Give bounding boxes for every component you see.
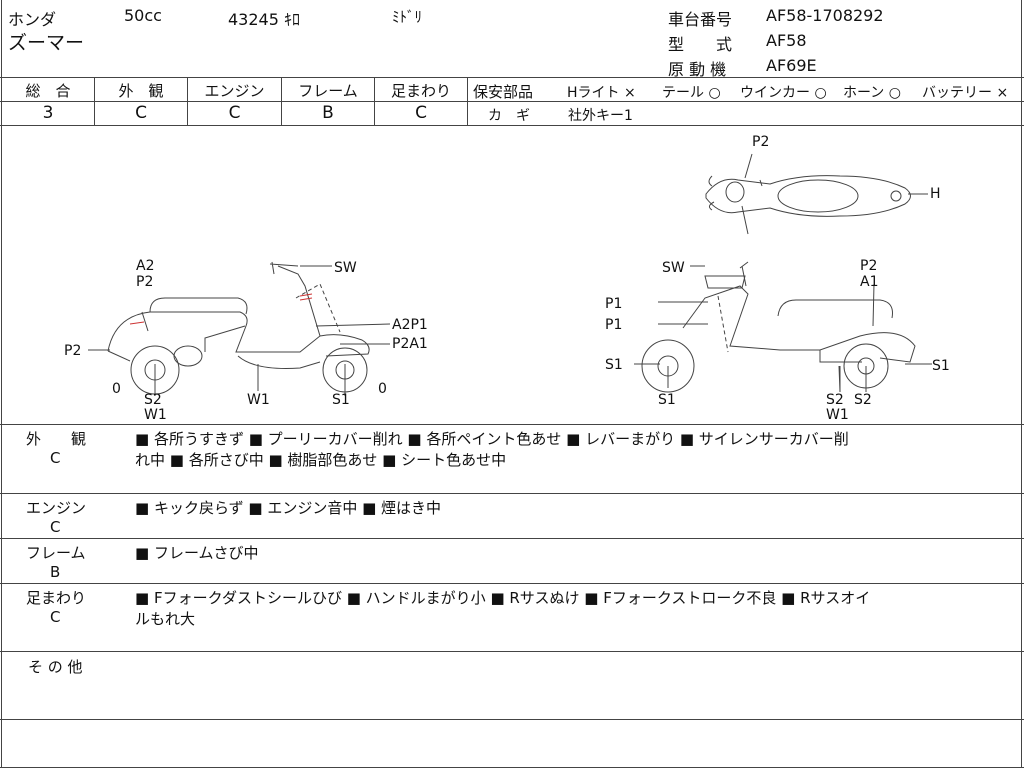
divider	[0, 493, 1024, 494]
divider	[0, 538, 1024, 539]
mileage: 43245 ｷﾛ	[228, 10, 300, 29]
diagram-right-s2b: S2	[854, 392, 872, 408]
notes-suspension-line2: ルもれ大	[135, 610, 196, 628]
diagram-left-s2: S2	[144, 392, 162, 408]
displacement: 50cc	[124, 6, 162, 25]
type-value: AF58	[766, 31, 807, 50]
grade-overall: 3	[42, 103, 54, 123]
diagram-right-p1a: P1	[605, 296, 622, 312]
notes-engine-grade: C	[50, 518, 61, 536]
grade-frame-label: フレーム	[298, 82, 358, 100]
diagram-left-sw: SW	[334, 260, 357, 276]
grade-overall-label: 総 合	[25, 82, 71, 100]
divider	[0, 424, 1024, 425]
notes-exterior-label: 外 観	[26, 430, 87, 448]
diagram-right-sw: SW	[662, 260, 685, 276]
safety-winker: ウインカー ○	[740, 85, 827, 101]
notes-frame-grade: B	[50, 563, 61, 581]
type-label: 型 式	[668, 35, 733, 54]
damage-diagram: P2 H A2 P2 SW P2 A2P1 P2A1 0 S2 W1 W1 S1…	[64, 134, 950, 423]
scooter-top-view	[705, 153, 911, 235]
color: ﾐﾄﾞﾘ	[392, 8, 423, 26]
divider	[0, 651, 1024, 652]
diagram-right-a1: A1	[860, 274, 878, 290]
diagram-left-w1b: W1	[247, 392, 270, 408]
diagram-right-s1c: S1	[932, 358, 950, 374]
divider	[0, 583, 1024, 584]
grade-engine-label: エンジン	[204, 82, 265, 100]
grade-frame: B	[322, 103, 334, 123]
notes-engine-line1: ■ キック戻らず ■ エンジン音中 ■ 煙はき中	[135, 499, 442, 517]
grade-suspension-label: 足まわり	[390, 82, 451, 100]
safety-battery: バッテリー ×	[922, 85, 1009, 101]
model-name: ズーマー	[8, 32, 85, 54]
safety-horn: ホーン ○	[843, 85, 901, 101]
diagram-left-p2a1: P2A1	[392, 336, 428, 352]
safety-tail: テール ○	[662, 85, 721, 101]
diagram-left-s1: S1	[332, 392, 350, 408]
diagram-top-h: H	[930, 186, 941, 202]
engine-label: 原 動 機	[668, 60, 727, 79]
diagram-right-s1b: S1	[658, 392, 676, 408]
diagram-left-p2a: P2	[136, 274, 153, 290]
grade-engine: C	[228, 103, 241, 123]
notes-suspension-grade: C	[50, 608, 61, 626]
notes-suspension-label: 足まわり	[26, 589, 87, 607]
border-left	[1, 0, 2, 768]
border-right	[1021, 0, 1022, 768]
scooter-right-view	[641, 261, 916, 393]
diagram-left-a2p1: A2P1	[392, 317, 428, 333]
safety-label: 保安部品	[473, 83, 534, 101]
frame-no-label: 車台番号	[668, 10, 733, 29]
divider	[0, 719, 1024, 720]
frame-no: AF58-1708292	[766, 6, 884, 25]
divider	[467, 101, 1024, 102]
key-label: カ ギ	[488, 108, 530, 124]
maker: ホンダ	[8, 10, 57, 29]
notes-frame-line1: ■ フレームさび中	[135, 544, 259, 562]
notes-frame-label: フレーム	[26, 544, 86, 562]
key-value: 社外キー1	[568, 108, 633, 124]
divider	[0, 77, 1024, 78]
diagram-right-p1b: P1	[605, 317, 622, 333]
grade-suspension: C	[415, 103, 427, 123]
diagram-right-w1: W1	[826, 407, 849, 423]
divider	[0, 125, 1024, 126]
notes-exterior-line2: れ中 ■ 各所さび中 ■ 樹脂部色あせ ■ シート色あせ中	[135, 451, 507, 469]
notes-suspension-line1: ■ Fフォークダストシールひび ■ ハンドルまがり小 ■ Rサスぬけ ■ Fフォ…	[135, 589, 871, 607]
divider	[0, 101, 467, 102]
engine-value: AF69E	[766, 56, 817, 75]
diagram-top-p2: P2	[752, 134, 769, 150]
diagram-left-zero1: 0	[112, 381, 121, 397]
diagram-left-zero2: 0	[378, 381, 387, 397]
diagram-left-p2b: P2	[64, 343, 81, 359]
grade-exterior: C	[135, 103, 147, 123]
diagram-right-s1a: S1	[605, 357, 623, 373]
notes-other-label: そ の 他	[28, 658, 83, 676]
diagram-left-w1a: W1	[144, 407, 167, 423]
diagram-right-p2: P2	[860, 258, 877, 274]
notes-exterior-line1: ■ 各所うすきず ■ プーリーカバー削れ ■ 各所ペイント色あせ ■ レバーまが…	[135, 430, 849, 448]
diagram-left-a2: A2	[136, 258, 154, 274]
notes-exterior-grade: C	[50, 449, 61, 467]
safety-headlight: Hライト ×	[567, 85, 636, 101]
diagram-right-s2a: S2	[826, 392, 844, 408]
grade-exterior-label: 外 観	[118, 82, 164, 100]
notes-engine-label: エンジン	[26, 499, 87, 517]
